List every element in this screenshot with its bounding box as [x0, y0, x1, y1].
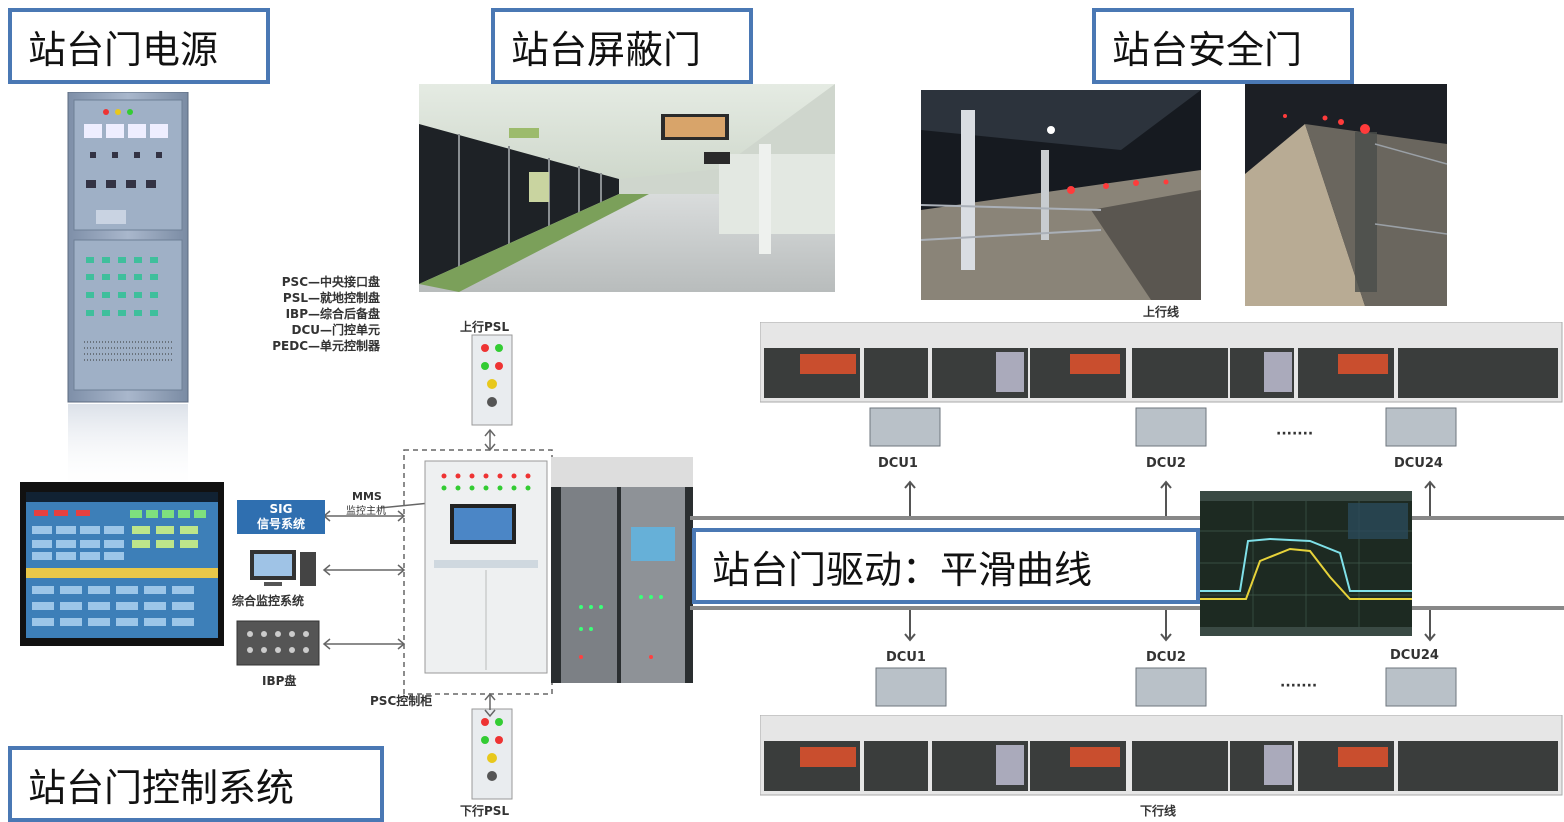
dcu-top-2: DCU2	[1146, 456, 1186, 471]
computer-icon	[248, 548, 318, 588]
dcu-bottom-1: DCU1	[886, 650, 926, 665]
monitor-system-label: 综合监控系统	[232, 594, 305, 608]
legend-item: PSC—中央接口盘	[281, 275, 380, 289]
dcu-bottom-2: DCU2	[1146, 650, 1186, 665]
oscilloscope-image	[1200, 491, 1412, 636]
power-cabinet-image	[66, 92, 190, 492]
dcu-bottom-24: DCU24	[1390, 648, 1439, 663]
safety-door-image-2	[1245, 84, 1447, 306]
dcu-bottom-ellipsis: ·······	[1280, 678, 1318, 694]
mms-label: MMS	[352, 490, 382, 503]
dcu-diagram	[690, 407, 1564, 707]
ibp-label: IBP盘	[262, 674, 297, 688]
up-psl-panel	[471, 334, 513, 426]
title-control-system: 站台门控制系统	[8, 746, 384, 822]
psc-cabinet-photo	[551, 457, 693, 683]
mms-sub-label: 监控主机	[346, 506, 386, 517]
psc-cabinet-drawing	[424, 460, 548, 674]
legend-item: PEDC—单元控制器	[272, 339, 380, 353]
dcu-top-24: DCU24	[1394, 456, 1443, 471]
safety-door-image-1	[921, 90, 1201, 300]
monitor-screen-image	[20, 482, 224, 646]
sig-label: SIG	[269, 502, 293, 516]
legend-item: PSL—就地控制盘	[282, 291, 380, 305]
title-safety-door: 站台安全门	[1092, 8, 1354, 84]
down-psl-panel	[471, 708, 513, 800]
legend-item: IBP—综合后备盘	[285, 307, 380, 321]
title-drive-curve: 站台门驱动：平滑曲线	[692, 528, 1200, 604]
abbreviation-legend: PSC—中央接口盘 PSL—就地控制盘 IBP—综合后备盘 DCU—门控单元 P…	[236, 274, 380, 354]
up-psl-label: 上行PSL	[460, 320, 510, 334]
sig-box: SIG 信号系统	[237, 500, 325, 534]
psc-cabinet-label: PSC控制柜	[370, 694, 433, 708]
down-psl-label: 下行PSL	[460, 804, 510, 818]
title-power: 站台门电源	[8, 8, 270, 84]
ibp-panel-icon	[236, 620, 320, 666]
up-line-label: 上行线	[1143, 305, 1180, 319]
legend-item: DCU—门控单元	[291, 323, 380, 337]
screen-door-image	[419, 84, 835, 292]
sig-sub-label: 信号系统	[256, 517, 305, 531]
dcu-top-ellipsis: ·······	[1276, 426, 1314, 442]
down-line-label: 下行线	[1140, 804, 1177, 818]
dcu-top-1: DCU1	[878, 456, 918, 471]
door-strip-top	[760, 322, 1563, 403]
title-screen-door: 站台屏蔽门	[491, 8, 753, 84]
door-strip-bottom	[760, 715, 1563, 796]
